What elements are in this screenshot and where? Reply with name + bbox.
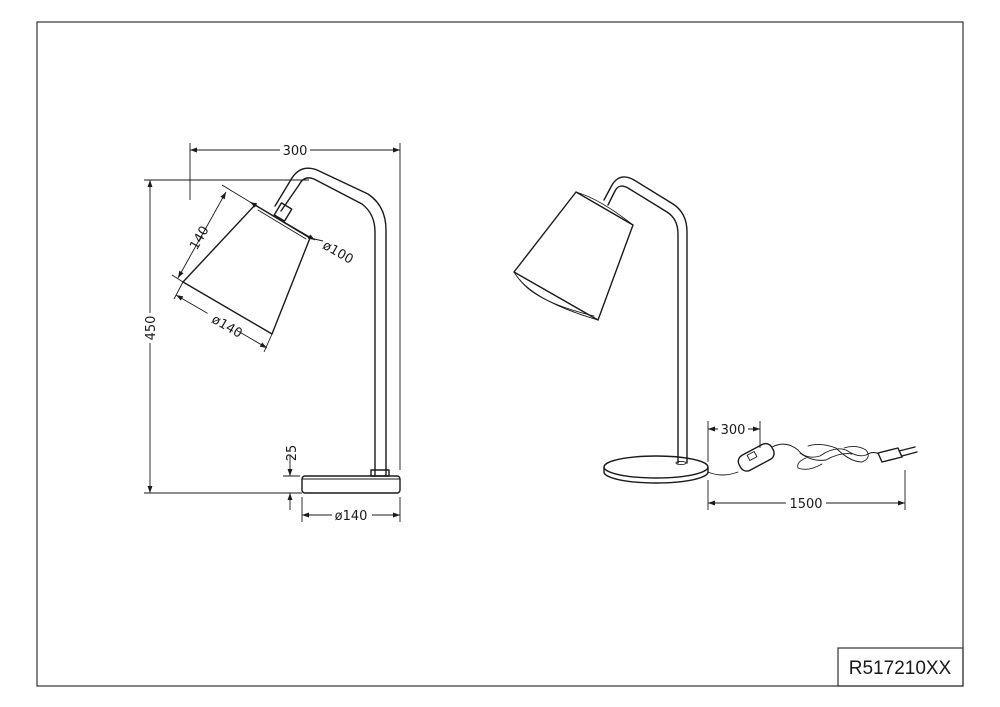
dimension-base-height-label: 25 bbox=[285, 445, 300, 462]
dimension-height: 450 bbox=[143, 179, 309, 494]
plug bbox=[877, 447, 903, 463]
dimension-width: 300 bbox=[189, 143, 401, 470]
dimension-switch-distance-label: 300 bbox=[721, 423, 746, 438]
dimension-shade-bottom: ø140 bbox=[173, 281, 273, 353]
lamp-arm-3d bbox=[603, 176, 688, 464]
dimension-height-label: 450 bbox=[144, 316, 159, 341]
perspective-view: 300 1500 bbox=[513, 176, 918, 512]
part-number: R517210XX bbox=[849, 658, 952, 679]
lamp-base-3d bbox=[603, 455, 709, 484]
power-cable bbox=[707, 442, 918, 476]
lamp-shade-3d bbox=[513, 191, 634, 321]
dimension-width-label: 300 bbox=[283, 144, 308, 159]
dimension-cable-length-label: 1500 bbox=[789, 497, 822, 512]
dimension-switch-distance: 300 bbox=[707, 421, 761, 462]
drawing-frame bbox=[36, 21, 964, 687]
lamp-shade bbox=[182, 202, 311, 335]
dimension-shade-top-label: ø100 bbox=[320, 238, 356, 267]
dimension-base-diameter: ø140 bbox=[301, 497, 401, 524]
dimension-base-height: 25 bbox=[283, 445, 300, 510]
dimension-base-diameter-label: ø140 bbox=[335, 509, 368, 524]
lamp-arm bbox=[274, 167, 390, 477]
dimension-shade-height-label: 140 bbox=[187, 224, 212, 253]
dimension-cable-length: 1500 bbox=[707, 470, 906, 512]
lamp-base bbox=[301, 475, 401, 494]
title-block: R517210XX bbox=[837, 647, 964, 687]
side-view: 300 450 140 ø100 ø140 bbox=[143, 143, 401, 524]
